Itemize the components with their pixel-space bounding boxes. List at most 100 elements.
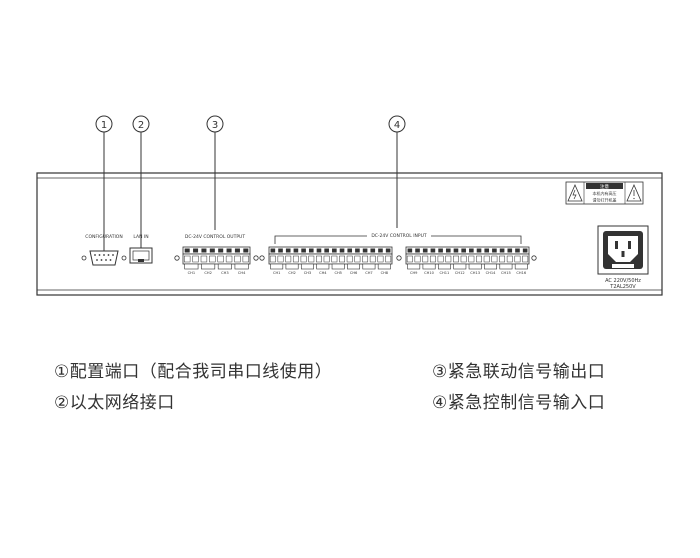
power-inlet [597,225,649,275]
control-input-label: DC-24V CONTROL INPUT [371,233,427,239]
terminal-slot [476,248,482,253]
terminal-plug [201,263,216,270]
high-voltage-icon [567,184,583,202]
terminal-plug [234,263,249,270]
terminal-screw [453,255,459,263]
terminal-screw [514,255,521,263]
terminal-plug [270,263,284,270]
terminal-slot [243,248,249,253]
callout-4-label: 4 [394,120,400,131]
caution-icon [626,184,642,202]
terminal-screw [200,255,208,263]
legend-item-3: ③紧急联动信号输出口 [432,362,606,382]
terminal-plug [484,263,498,270]
terminal-plug [285,263,299,270]
terminal-plug [499,263,513,270]
terminal-screw [331,255,338,263]
terminal-label: CH14 [486,271,496,275]
terminal-label: CH2 [204,271,212,275]
warning-line-2: 请勿打开机盖 [593,197,617,203]
terminal-screw [277,255,284,263]
terminal-plug [362,263,376,270]
control-input-bracket [274,235,522,244]
terminal-screw [234,255,241,263]
terminal-screw [225,255,233,263]
terminal-plug [514,263,528,270]
terminal-plug [453,263,467,270]
terminal-slot [370,248,376,253]
terminal-screw [414,255,421,263]
terminal-slot [515,248,520,253]
terminal-screw [346,255,353,263]
terminal-screw [406,255,413,263]
terminal-plug [217,263,232,270]
legend-item-4: ④紧急控制信号输入口 [432,393,606,413]
terminal-slot [461,248,466,253]
terminal-slot [201,248,207,253]
terminal-slot [484,248,490,253]
terminal-body [182,253,251,265]
terminal-slot [293,248,299,253]
terminal-label: CH5 [334,271,342,275]
terminal-screw [506,255,513,263]
terminal-screw [483,255,490,263]
input-screw-left [259,255,265,261]
terminal-label: CH1 [273,271,281,275]
terminal-slot [285,248,291,253]
terminal-screw [522,255,529,263]
terminal-screw [385,255,392,263]
terminal-plug [377,263,391,270]
terminal-plug [316,263,330,270]
terminal-screw [192,255,199,263]
terminal-screw [499,255,506,263]
serial-port [81,250,127,266]
terminal-screw [217,255,224,263]
terminal-screw [242,255,249,263]
terminal-label: CH12 [455,271,465,275]
terminal-screw [377,255,384,263]
lan-port [129,247,153,264]
terminal-slot [226,248,232,253]
terminal-screw [316,255,322,263]
terminal-label: CH16 [516,271,526,275]
terminal-screw [362,255,369,263]
terminal-screw [323,255,330,263]
terminal-slot [234,248,240,253]
terminal-screw [339,255,345,263]
terminal-screw [269,255,276,263]
terminal-slot [218,248,224,253]
terminal-plug [407,263,421,270]
terminal-label: CH7 [365,271,373,275]
terminal-slot [415,248,420,253]
terminal-plug [422,263,436,270]
terminal-screw [292,255,299,263]
fuse-rating: T2AL250V [609,284,636,290]
terminal-slot [362,248,368,253]
terminal-label: CH9 [410,271,418,275]
callout-1: 1 [95,115,113,255]
terminal-label: CH15 [501,271,511,275]
terminal-plug [437,263,451,270]
warning-title: 注意 [600,183,609,190]
output-screw-left [174,255,180,261]
legend-item-2: ②以太网络接口 [54,393,175,413]
terminal-screw [308,255,315,263]
terminal-slot [469,248,474,253]
callout-3: 3 [206,115,224,230]
device-rear-panel: 1 2 3 4 CONFIGURATION LAN IN DC-24 [36,115,663,296]
terminal-body [268,253,393,265]
terminal-slot [378,248,383,253]
terminal-screw [369,255,376,263]
terminal-screw [491,255,498,263]
terminal-label: CH10 [424,271,434,275]
terminal-slot [332,248,337,253]
terminal-label: CH3 [221,271,229,275]
callout-1-label: 1 [101,120,107,131]
terminal-slot [184,248,190,253]
terminal-screw [437,255,444,263]
terminal-screw [460,255,467,263]
terminal-slot [324,248,329,253]
